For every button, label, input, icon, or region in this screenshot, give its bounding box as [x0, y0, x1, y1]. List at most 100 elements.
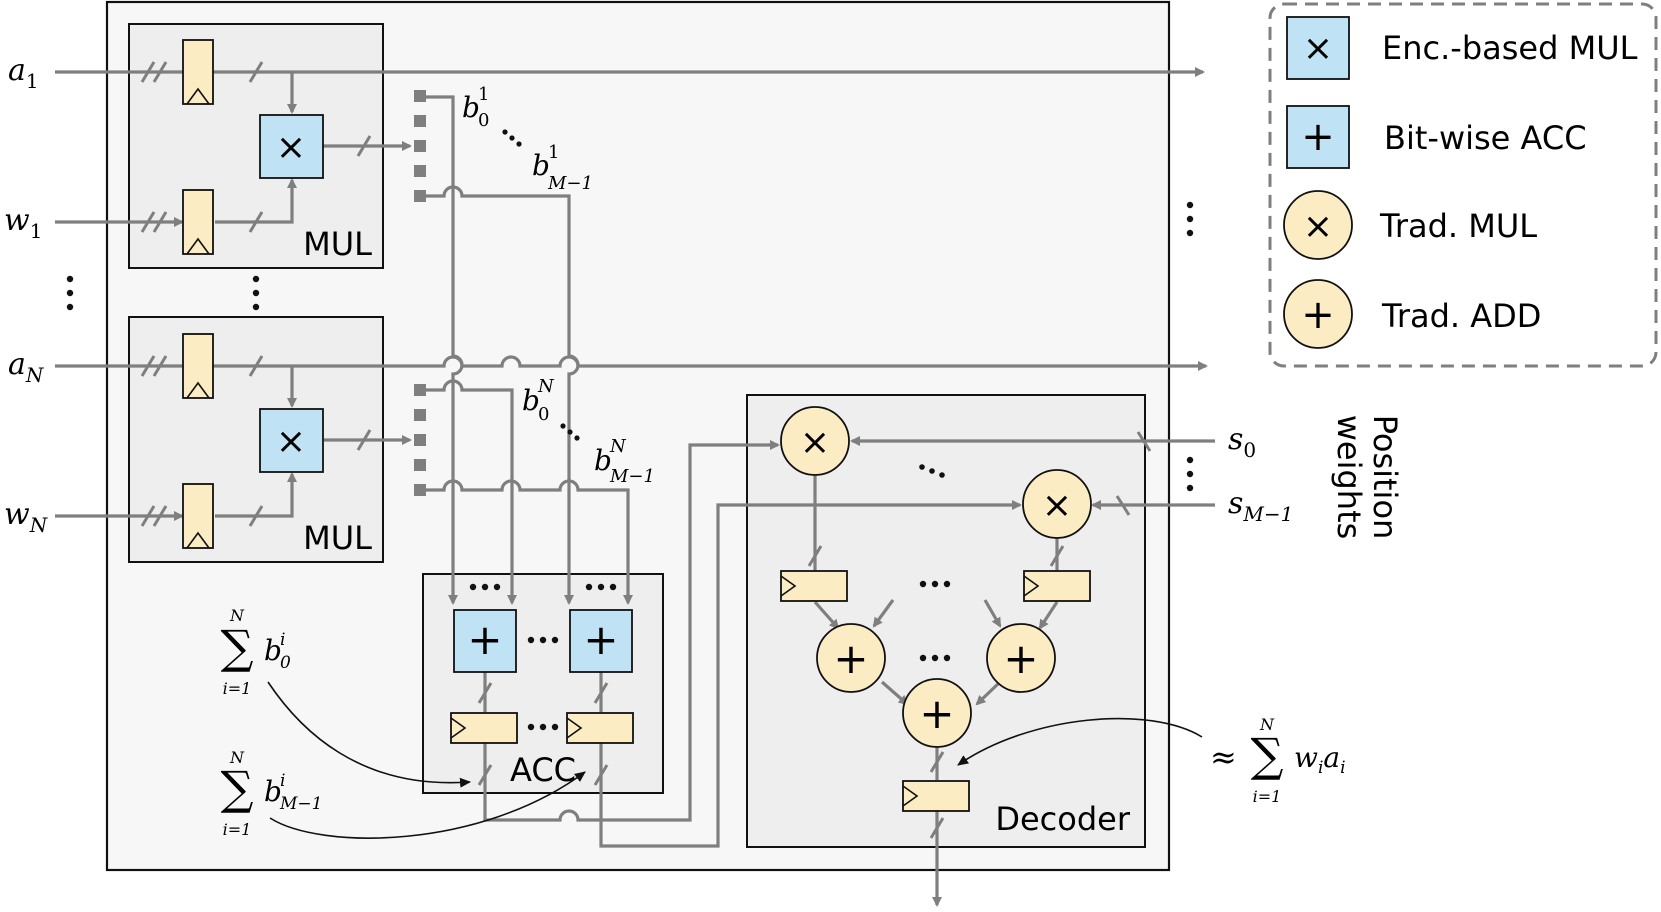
- register-a1: [182, 39, 214, 105]
- register-wN: [182, 483, 214, 549]
- label-a1: a1: [8, 53, 39, 93]
- legend-label-bitwise-acc: Bit-wise ACC: [1384, 119, 1587, 157]
- mul-block-n-label: MUL: [303, 519, 372, 557]
- svg-text:N: N: [1259, 715, 1275, 734]
- bit-labels: b 1 0 b 1 M−1 b N 0 b N M−1: [462, 84, 655, 487]
- trad-add-right-icon: [986, 623, 1056, 693]
- svg-text:b: b: [522, 384, 540, 417]
- bit-port-bus-n: [414, 384, 426, 496]
- label-bM-1: b 1 M−1: [532, 142, 593, 194]
- svg-text:wiai: wiai: [1294, 741, 1346, 778]
- trad-mul-icon: [1283, 190, 1353, 260]
- acc-register-0: [450, 712, 518, 744]
- svg-text:b: b: [264, 775, 282, 808]
- svg-text:×: ×: [1042, 485, 1072, 526]
- trad-mul-m-icon: [1022, 469, 1092, 539]
- bitwise-acc-m: +: [569, 609, 633, 673]
- sum-bM-annotation: N ∑ i=1 b i M−1: [221, 748, 323, 839]
- legend-box: [1268, 2, 1658, 368]
- mul1-wires: [55, 61, 1205, 233]
- label-w1: w1: [4, 203, 42, 243]
- svg-text:0: 0: [538, 404, 549, 425]
- svg-text:M−1: M−1: [279, 794, 322, 814]
- trad-add-icon: [1283, 279, 1353, 349]
- decoder-register-left: [780, 570, 848, 602]
- trad-add-symbol: +: [1301, 292, 1335, 338]
- bitwise-acc-m-icon: [569, 609, 633, 673]
- label-sM: sM−1: [1228, 486, 1293, 526]
- legend-item-trad-add: + Trad. ADD: [1283, 279, 1541, 349]
- annotation-arrows: [267, 681, 1203, 839]
- svg-text:M−1: M−1: [547, 173, 593, 194]
- trad-mul-0: ×: [780, 406, 850, 476]
- svg-text:∑: ∑: [1251, 728, 1284, 782]
- svg-text:b: b: [462, 91, 480, 124]
- input-labels: a1 w1 aN wN s0 sM−1: [4, 53, 1293, 537]
- position-weight-wires: [850, 431, 1215, 516]
- svg-text:×: ×: [276, 127, 306, 168]
- trad-add-final: +: [902, 678, 972, 748]
- mul-block-1-label: MUL: [303, 225, 372, 263]
- svg-text:0: 0: [280, 653, 291, 673]
- approx-sum-annotation: ≈ N ∑ i=1 wiai: [1210, 715, 1346, 806]
- svg-text:∑: ∑: [221, 761, 254, 815]
- register-aN: [182, 333, 214, 399]
- bit-wires: [420, 95, 633, 605]
- svg-text:b: b: [594, 444, 612, 477]
- legend: × Enc.-based MUL + Bit-wise ACC × Trad. …: [1268, 2, 1658, 368]
- acc-block: ACC: [422, 573, 664, 794]
- svg-text:0: 0: [478, 110, 489, 131]
- svg-text:1: 1: [548, 142, 559, 163]
- input-registers: [182, 39, 214, 549]
- bitwise-acc-0-icon: [453, 609, 517, 673]
- svg-text:N: N: [229, 748, 245, 767]
- svg-text:i: i: [280, 771, 285, 791]
- trad-add-right: +: [986, 623, 1056, 693]
- sum-b0-annotation: N ∑ i=1 b i 0: [221, 606, 291, 698]
- label-aN: aN: [8, 347, 45, 387]
- svg-text:b: b: [264, 634, 282, 667]
- legend-label-trad-mul: Trad. MUL: [1379, 207, 1537, 245]
- legend-label-enc-mul: Enc.-based MUL: [1382, 29, 1638, 67]
- label-wN: wN: [4, 497, 49, 537]
- svg-text:∑: ∑: [221, 620, 254, 674]
- decoder-wires: [807, 475, 1065, 907]
- enc-mul-icon: [1286, 16, 1350, 80]
- svg-text:b: b: [532, 149, 550, 182]
- trad-mul-m: ×: [1022, 469, 1092, 539]
- svg-text:i=1: i=1: [223, 820, 252, 839]
- bitwise-acc-symbol: +: [1301, 114, 1335, 160]
- svg-text:≈: ≈: [1210, 738, 1237, 776]
- svg-text:×: ×: [276, 421, 306, 462]
- trad-mul-0-icon: [780, 406, 850, 476]
- decoder-registers: [780, 570, 1091, 812]
- trad-add-left-icon: [816, 623, 886, 693]
- svg-text:N: N: [609, 436, 627, 457]
- svg-text:Position: Position: [1366, 415, 1404, 540]
- acc-block-label: ACC: [510, 751, 576, 789]
- svg-text:N: N: [537, 376, 555, 397]
- enc-mul-1-icon: [259, 114, 324, 179]
- enc-mul-n-icon: [259, 408, 324, 473]
- legend-item-trad-mul: × Trad. MUL: [1283, 190, 1537, 260]
- svg-text:+: +: [583, 615, 618, 664]
- legend-item-bitwise-acc: + Bit-wise ACC: [1286, 105, 1587, 169]
- position-weights-label: Position weights: [1330, 415, 1404, 540]
- label-b0-N: b N 0: [522, 376, 555, 425]
- svg-text:+: +: [833, 634, 868, 683]
- svg-text:i: i: [280, 630, 285, 650]
- svg-text:×: ×: [800, 422, 830, 463]
- acc-registers: [450, 712, 634, 744]
- legend-label-trad-add: Trad. ADD: [1381, 297, 1541, 335]
- trad-add-final-icon: [902, 678, 972, 748]
- trad-mul-symbol: ×: [1303, 206, 1333, 247]
- trad-add-left: +: [816, 623, 886, 693]
- svg-text:N: N: [229, 606, 245, 625]
- label-bM-N: b N M−1: [594, 436, 655, 487]
- svg-text:1: 1: [478, 84, 489, 105]
- svg-text:+: +: [919, 689, 954, 738]
- label-b0-1: b 1 0: [462, 84, 489, 131]
- decoder-register-output: [902, 780, 970, 812]
- acc-register-m: [566, 712, 634, 744]
